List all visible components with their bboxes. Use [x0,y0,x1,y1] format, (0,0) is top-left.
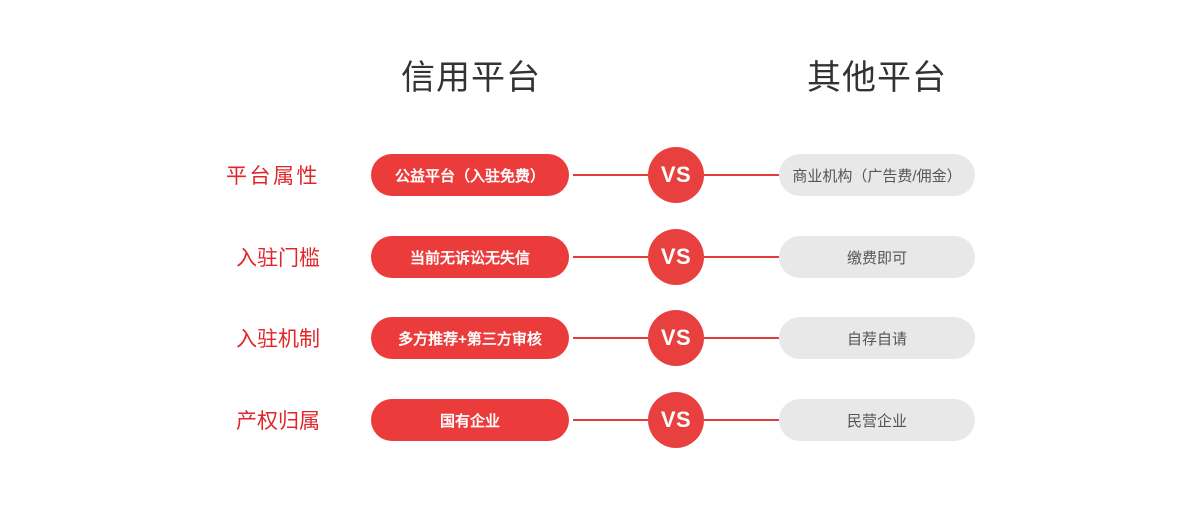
connector-line-left [573,174,648,176]
connector-line-left [573,419,648,421]
connector-line-right [704,174,779,176]
other-platform-value-2: 自荐自请 [779,317,975,359]
other-platform-value-0: 商业机构（广告费/佣金） [779,154,975,196]
comparison-row: 产权归属 国有企业 VS 民营企业 [0,392,1193,448]
vs-badge: VS [648,229,704,285]
comparison-row: 平台属性 公益平台（入驻免费） VS 商业机构（广告费/佣金） [0,147,1193,203]
row-label-entry-threshold: 入驻门槛 [236,247,320,270]
comparison-row: 入驻机制 多方推荐+第三方审核 VS 自荐自请 [0,310,1193,366]
connector-line-left [573,256,648,258]
credit-platform-value-0: 公益平台（入驻免费） [371,154,569,196]
credit-platform-value-3: 国有企业 [371,399,569,441]
connector-line-right [704,256,779,258]
connector-line-right [704,419,779,421]
vs-badge: VS [648,147,704,203]
other-platform-value-3: 民营企业 [779,399,975,441]
vs-badge: VS [648,392,704,448]
credit-platform-value-1: 当前无诉讼无失信 [371,236,569,278]
credit-platform-value-2: 多方推荐+第三方审核 [371,317,569,359]
connector-line-right [704,337,779,339]
row-label-property-ownership: 产权归属 [236,410,320,433]
connector-line-left [573,337,648,339]
column-header-other-platform: 其他平台 [807,59,947,97]
comparison-row: 入驻门槛 当前无诉讼无失信 VS 缴费即可 [0,229,1193,285]
row-label-entry-mechanism: 入驻机制 [236,328,320,351]
row-label-platform-attribute: 平台属性 [226,165,320,188]
column-header-credit-platform: 信用平台 [401,59,541,97]
other-platform-value-1: 缴费即可 [779,236,975,278]
vs-badge: VS [648,310,704,366]
